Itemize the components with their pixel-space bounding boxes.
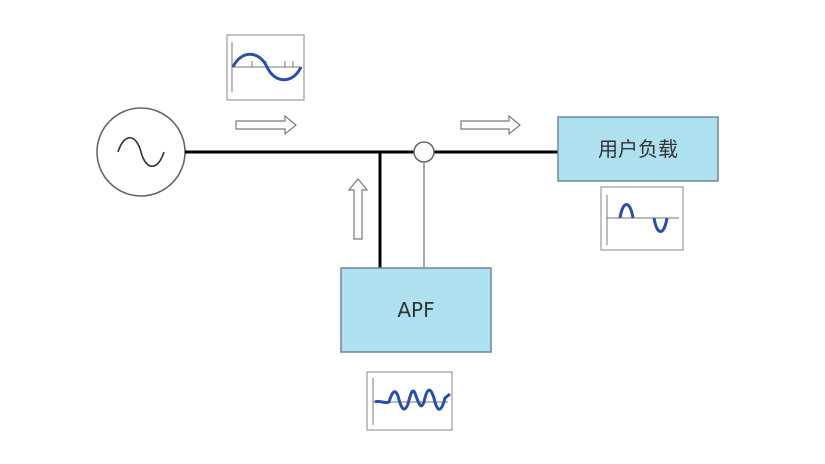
hollow-arrow-up-icon (347, 178, 369, 240)
load-block: 用户负载 (557, 116, 719, 182)
load-current-waveform-icon (600, 186, 684, 251)
ac-source-icon (96, 107, 186, 197)
source-current-waveform-icon (226, 34, 305, 101)
apf-block: APF (340, 267, 492, 353)
apf-current-waveform-icon (366, 371, 453, 431)
apf-label: APF (397, 298, 434, 322)
hollow-arrow-icon (460, 114, 521, 136)
hollow-arrow-icon (235, 114, 297, 136)
current-sensor-icon (413, 141, 435, 163)
load-label: 用户负载 (598, 137, 678, 161)
